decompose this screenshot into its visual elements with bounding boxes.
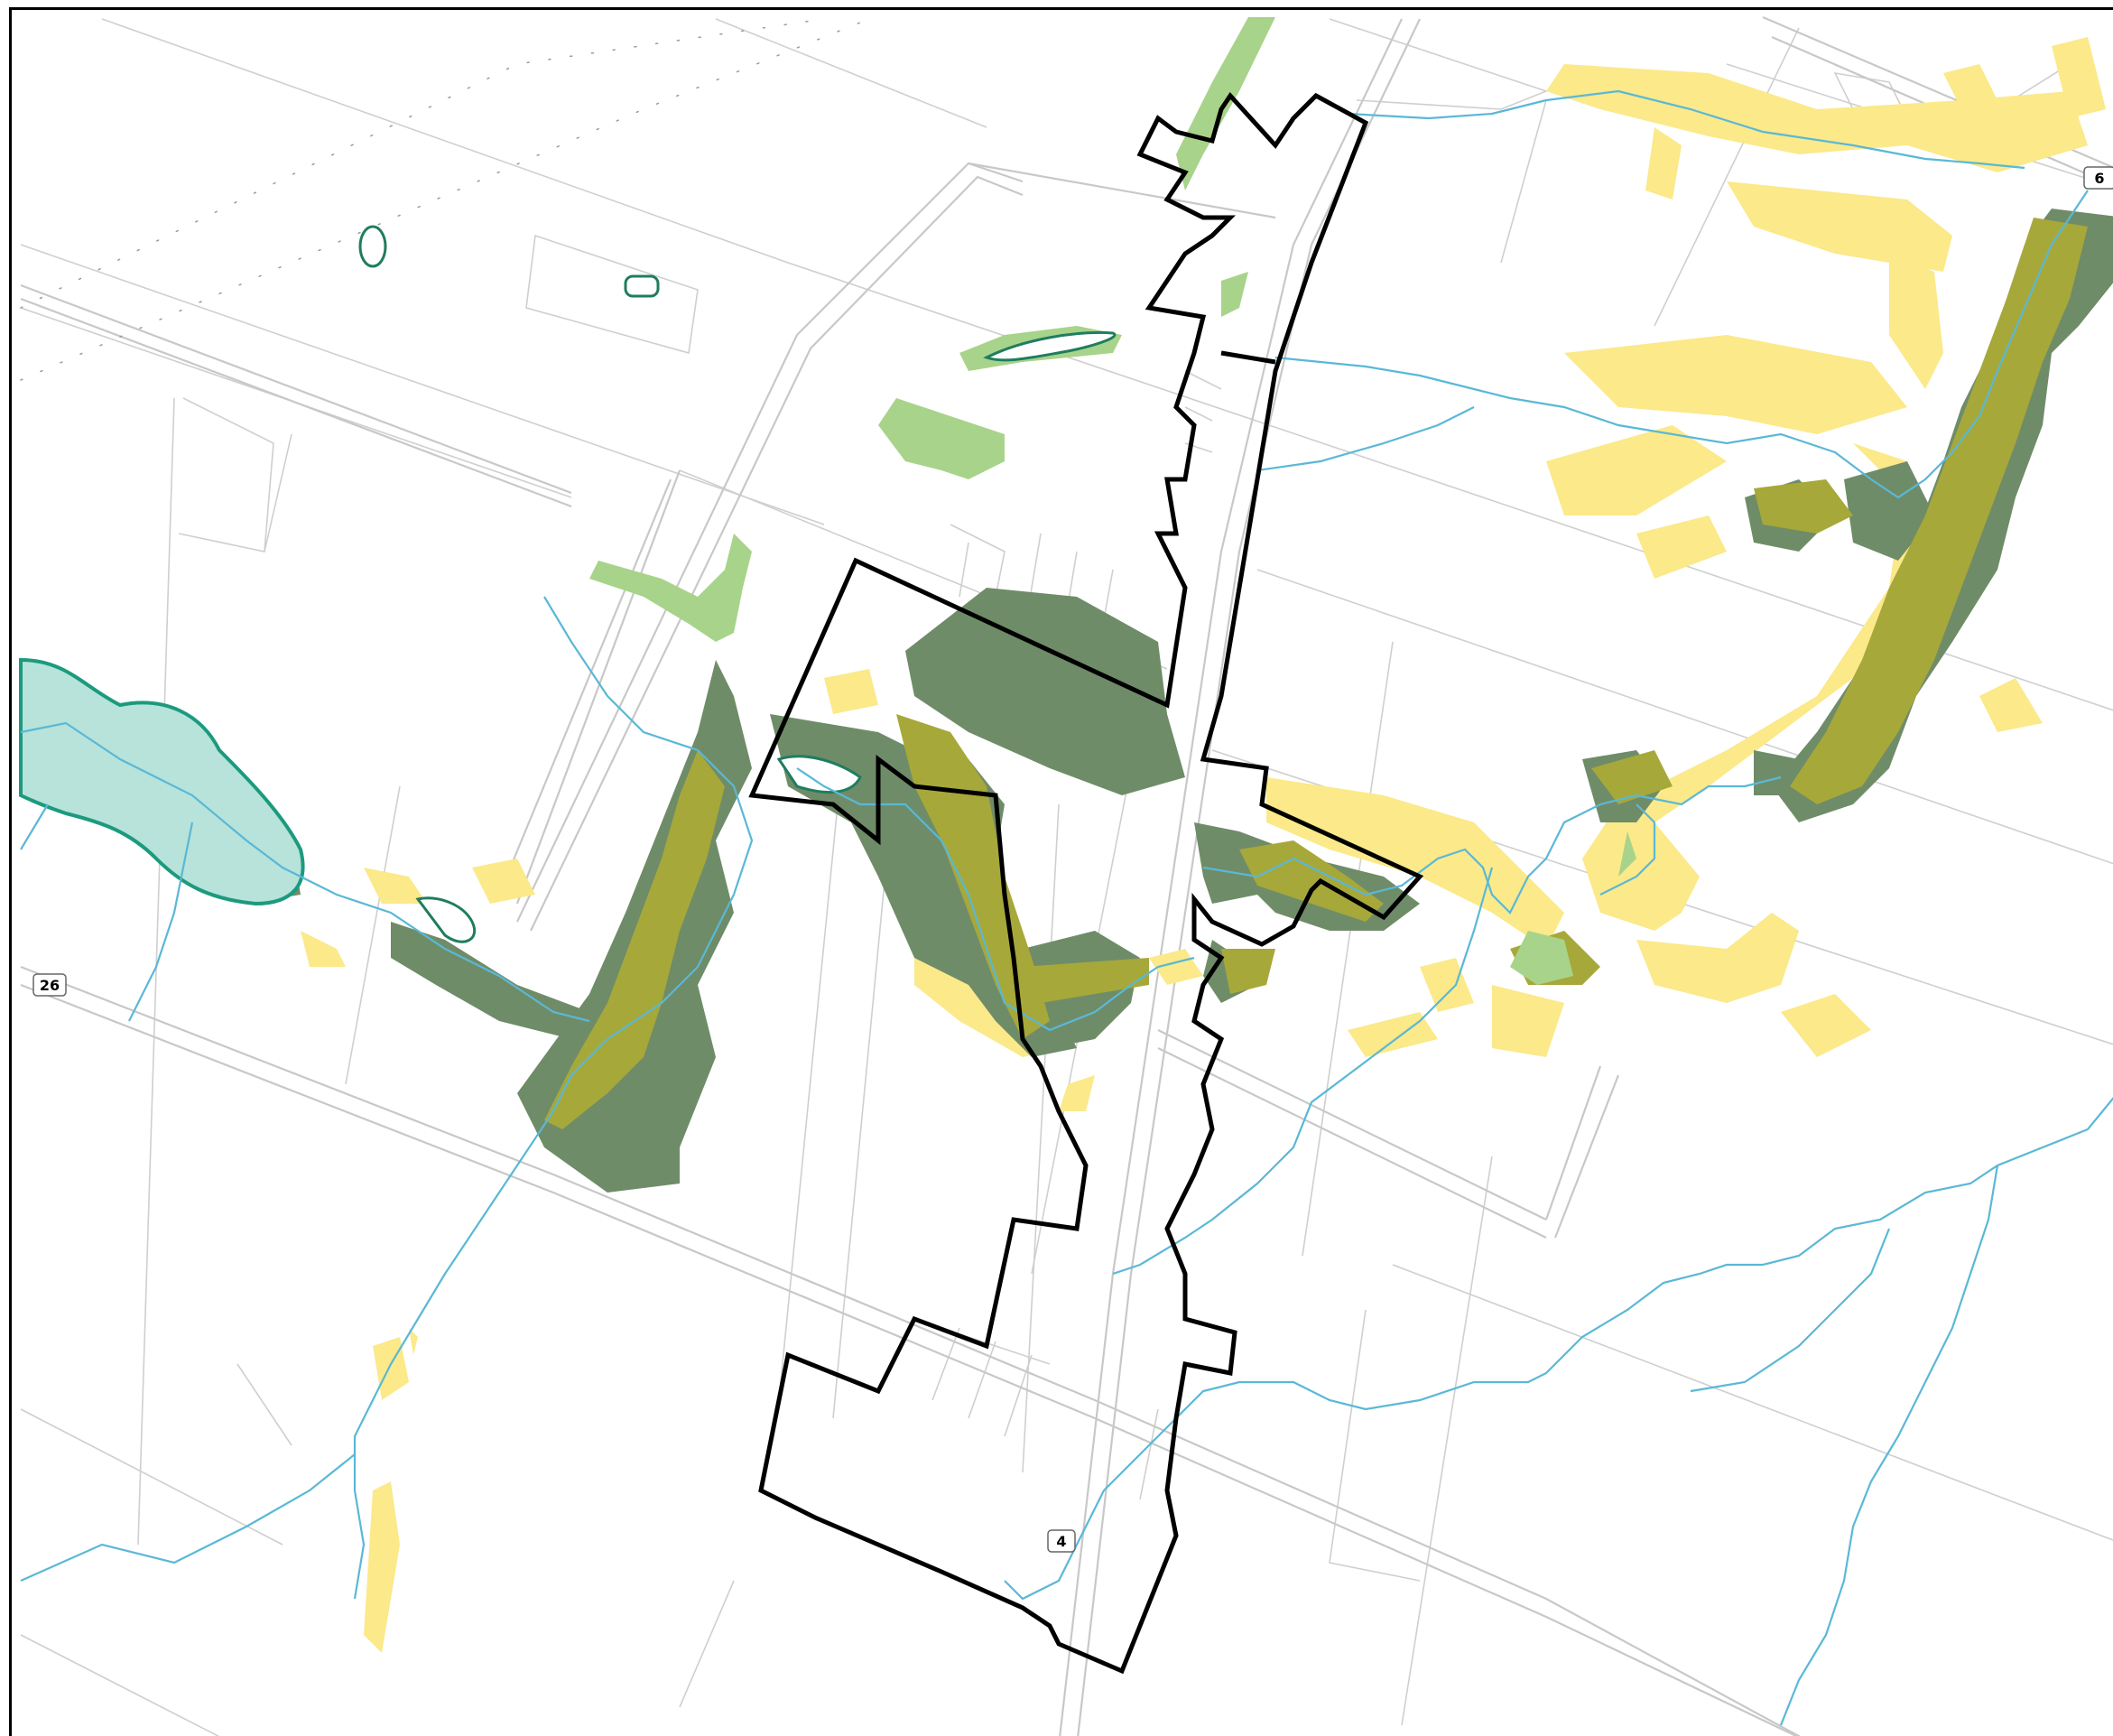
study-area-boundary xyxy=(748,91,1424,1675)
route-shield-icon xyxy=(1047,1529,1076,1553)
ponds xyxy=(358,225,1117,943)
route-shield-26: 26 xyxy=(32,973,67,997)
map-canvas[interactable]: 6 26 4 xyxy=(12,10,2113,1736)
route-shield-label-26: 26 xyxy=(40,977,60,994)
roads xyxy=(20,15,2113,1736)
wetland-areas xyxy=(19,657,305,906)
riparian-areas xyxy=(544,218,2088,1129)
route-shield-label-6: 6 xyxy=(2094,170,2104,187)
route-shield-4: 4 xyxy=(1047,1529,1076,1553)
map-frame[interactable]: 6 26 4 xyxy=(9,7,2113,1736)
route-shield-icon xyxy=(2083,166,2113,190)
railway xyxy=(20,18,870,381)
route-shield-icon xyxy=(32,973,67,997)
route-shield-label-4: 4 xyxy=(1056,1533,1066,1550)
streams xyxy=(20,89,2113,1726)
parcel-lines xyxy=(20,18,2113,1736)
route-shield-6: 6 xyxy=(2083,166,2113,190)
